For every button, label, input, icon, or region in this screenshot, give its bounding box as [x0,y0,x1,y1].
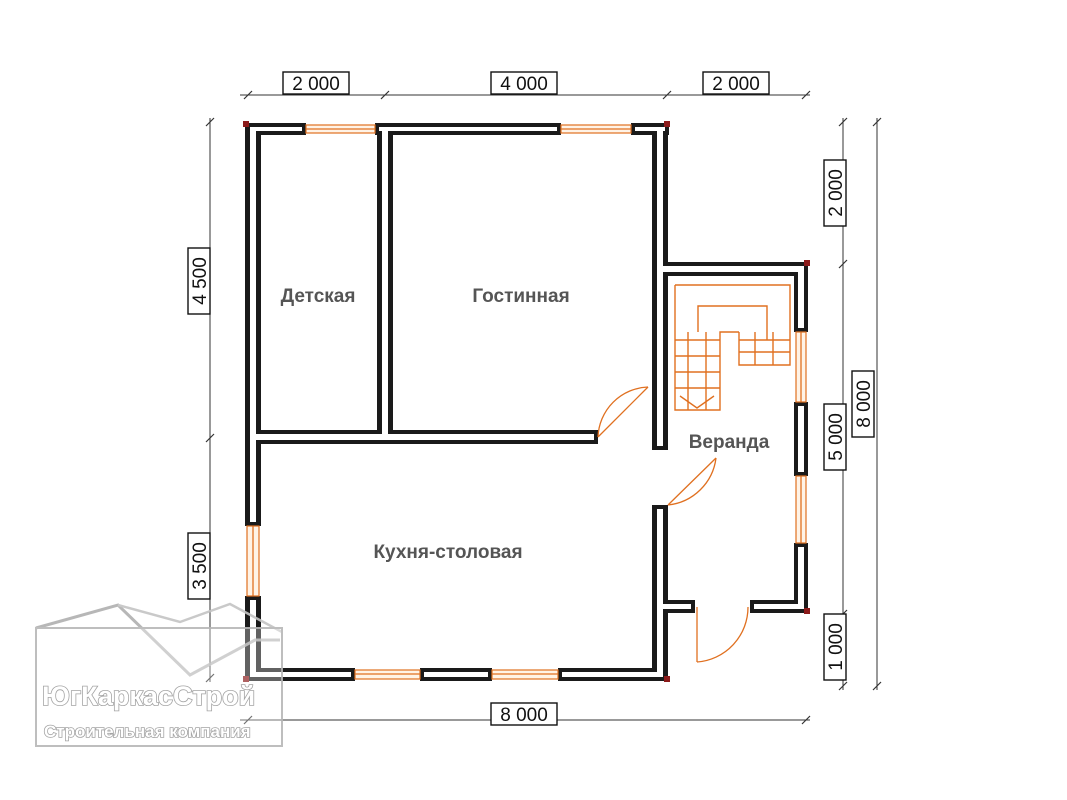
dim-left-2-text: 3 500 [190,542,211,590]
dim-right-total-text: 8 000 [854,380,875,428]
dim-top-3: 2 000 [702,71,770,95]
dim-left-2: 3 500 [187,532,211,600]
staircase [674,284,791,411]
room-label-living: Гостинная [472,286,569,307]
doors [597,386,749,663]
logo-company-name: ЮгКаркасСтрой [42,681,255,711]
dim-left-1: 4 500 [187,247,211,315]
windows [246,124,807,680]
room-label-kitchen: Кухня-столовая [373,542,522,563]
dim-top-1: 2 000 [282,71,350,95]
dim-top-2-text: 4 000 [500,74,548,95]
dim-top-2: 4 000 [490,71,558,95]
dim-top-3-text: 2 000 [712,74,760,95]
walls [245,123,808,681]
dim-right-2: 5 000 [823,403,847,471]
dim-bottom-text: 8 000 [500,705,548,726]
logo-tagline: Строительная компания [44,722,251,741]
dim-right-2-text: 5 000 [826,413,847,461]
dim-right-3-text: 1 000 [826,623,847,671]
dim-left-1-text: 4 500 [190,257,211,305]
dim-top-1-text: 2 000 [292,74,340,95]
room-label-children: Детская [281,286,356,307]
company-logo: ЮгКаркасСтрой Строительная компания [35,602,283,747]
dim-right-1-text: 2 000 [826,169,847,217]
dim-right-1: 2 000 [823,159,847,227]
dim-bottom: 8 000 [490,702,558,726]
dim-right-total: 8 000 [851,370,875,438]
dimension-lines [205,90,882,725]
corner-markers [243,121,810,682]
room-label-veranda: Веранда [689,432,770,453]
dim-right-3: 1 000 [823,613,847,681]
